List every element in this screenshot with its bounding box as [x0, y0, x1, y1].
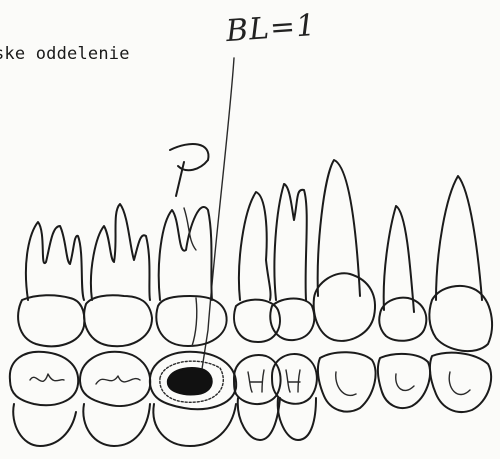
upper-roots: [26, 160, 482, 312]
lower-crowns: [10, 352, 491, 412]
carious-lesion: [168, 368, 212, 394]
lower-roots: [13, 398, 316, 446]
leader-line: [200, 58, 234, 382]
upper-crowns: [18, 273, 492, 351]
hand-mark: [170, 144, 208, 196]
